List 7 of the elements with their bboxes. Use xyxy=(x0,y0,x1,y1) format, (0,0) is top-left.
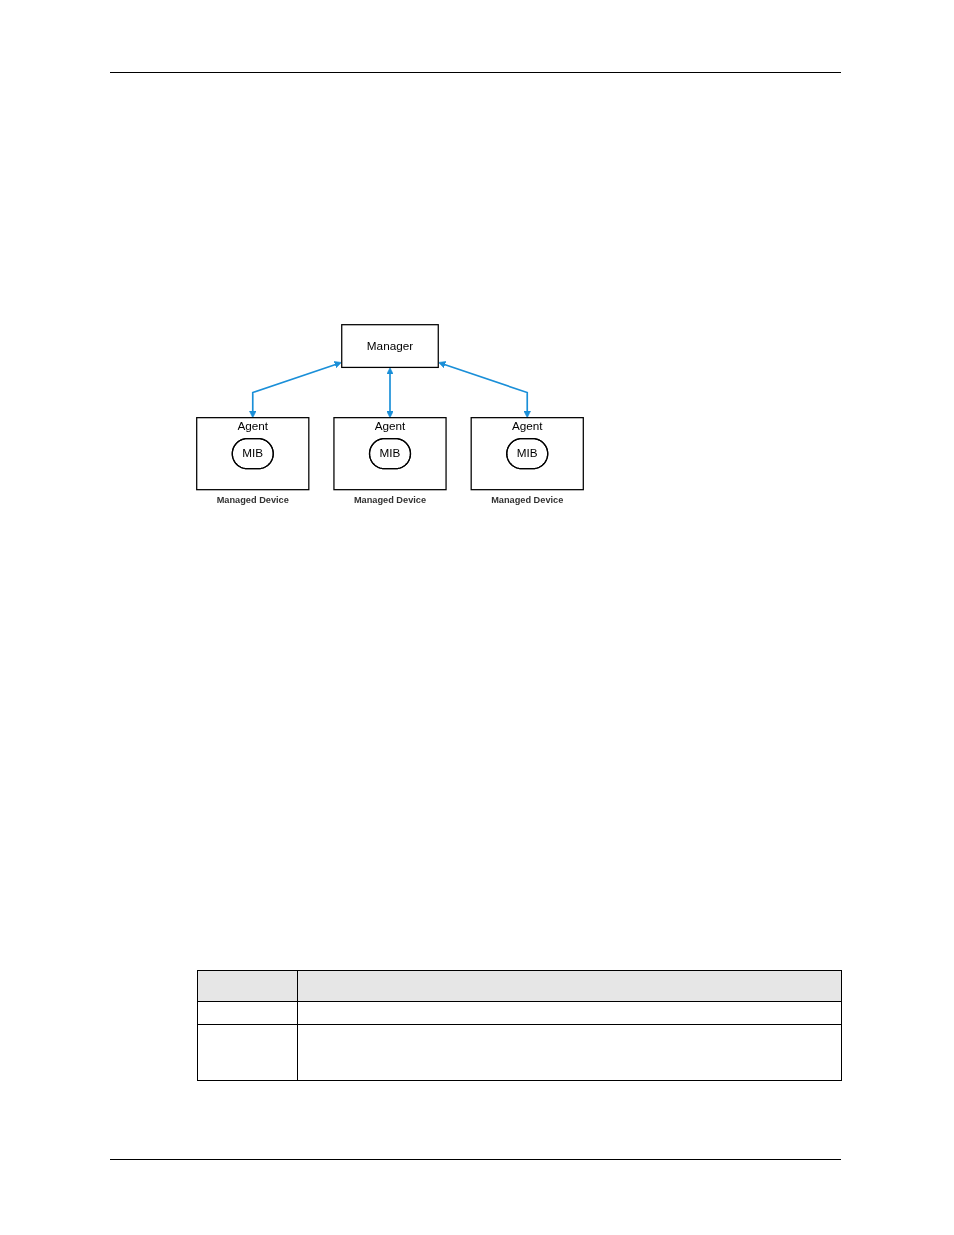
node-box: Manager xyxy=(341,324,439,369)
arrow xyxy=(249,361,342,418)
device-caption: Managed Device xyxy=(491,495,564,506)
arrow xyxy=(386,367,394,418)
arrow xyxy=(438,361,531,418)
device-caption: Managed Device xyxy=(353,495,427,506)
device-caption: Managed Device xyxy=(216,495,289,506)
